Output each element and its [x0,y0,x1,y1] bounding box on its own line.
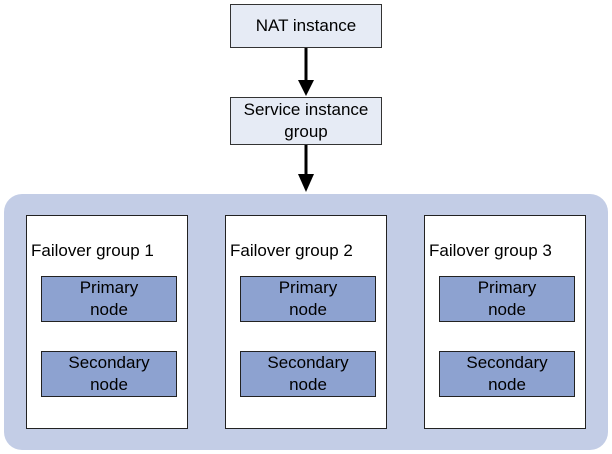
service-group-line1: Service instance [243,100,369,119]
secondary-node-line1: Secondary [267,353,349,372]
arrowhead-2 [298,174,314,192]
primary-node-line2: node [488,300,526,319]
primary-node-line1: Primary [79,278,139,297]
primary-node-line2: node [90,300,128,319]
primary-node-line2: node [289,300,327,319]
secondary-node: Secondary node [439,351,575,397]
failover-group-title: Failover group 1 [31,241,154,260]
failover-group-2: Failover group 2 Primary node Secondary no… [225,215,387,429]
secondary-node-line2: node [488,375,526,394]
service-group-line2: group [284,122,328,141]
primary-node: Primary node [41,276,177,322]
primary-node-line1: Primary [477,278,537,297]
service-instance-group-box: Service instance group [230,97,382,145]
secondary-node-line2: node [90,375,128,394]
failover-group-1: Failover group 1 Primary node Secondary no… [26,215,188,429]
secondary-node-line1: Secondary [68,353,150,372]
secondary-node-line1: Secondary [466,353,548,372]
nat-instance-box: NAT instance [230,4,382,48]
secondary-node-line2: node [289,375,327,394]
secondary-node: Secondary node [240,351,376,397]
secondary-node: Secondary node [41,351,177,397]
primary-node: Primary node [439,276,575,322]
primary-node: Primary node [240,276,376,322]
failover-group-title: Failover group 3 [429,241,552,260]
primary-node-line1: Primary [278,278,338,297]
nat-instance-label: NAT instance [255,16,357,35]
failover-group-title: Failover group 2 [230,241,353,260]
failover-group-3: Failover group 3 Primary node Secondary no… [424,215,586,429]
arrowhead-1 [298,80,314,96]
